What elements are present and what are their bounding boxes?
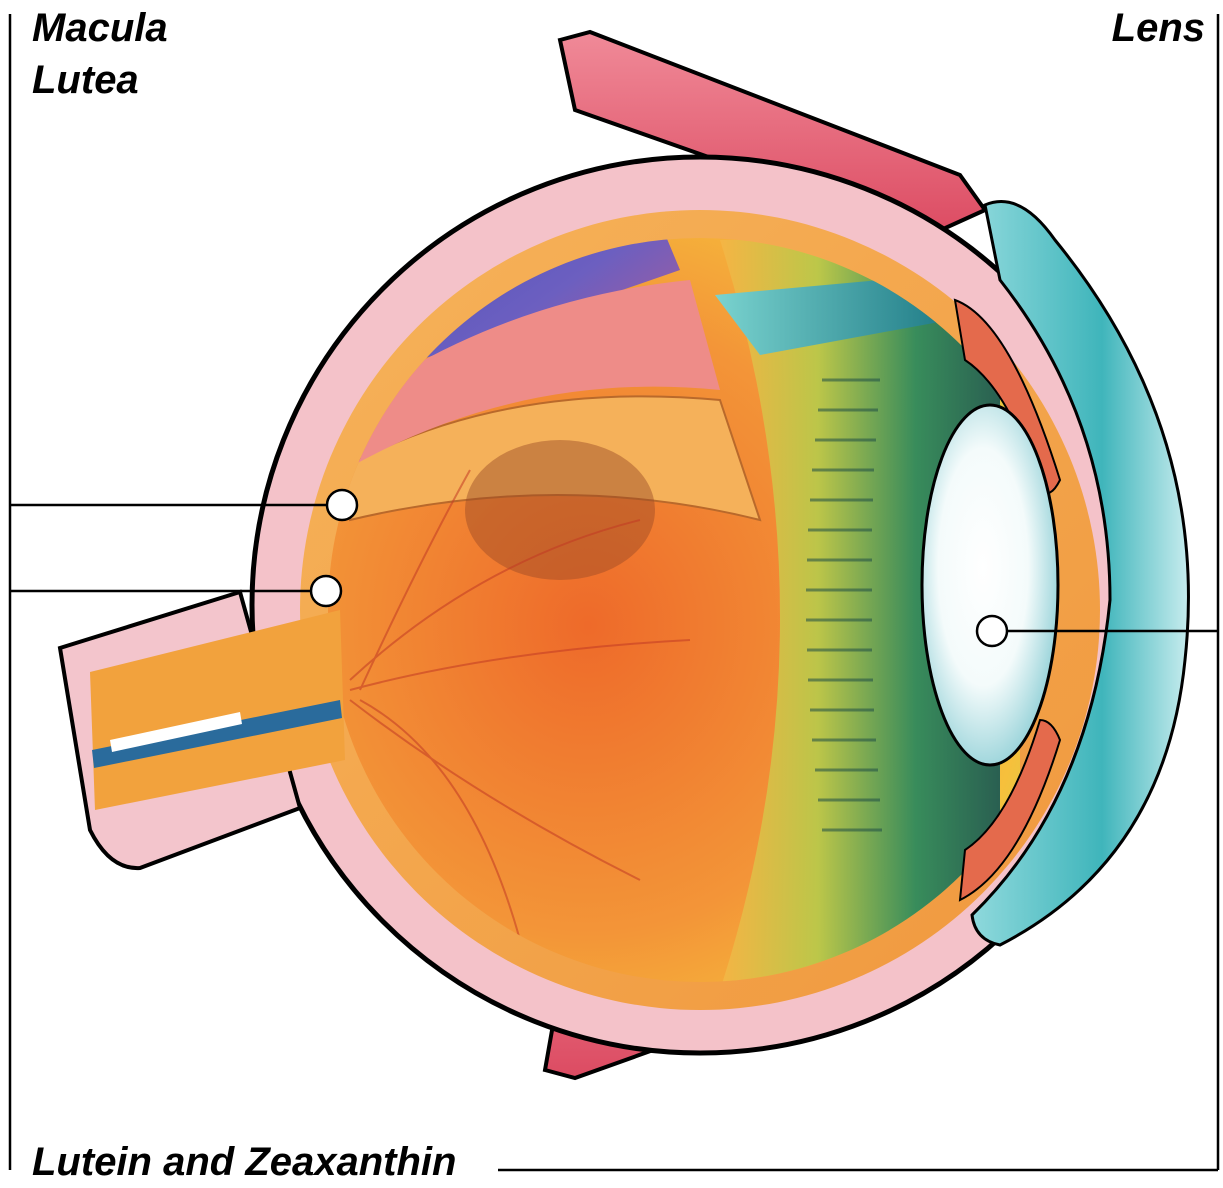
- lens-marker: [977, 616, 1007, 646]
- macula-marker-upper: [327, 490, 357, 520]
- macula-spot: [465, 440, 655, 580]
- lens: [922, 405, 1058, 765]
- macula-marker-lower: [311, 576, 341, 606]
